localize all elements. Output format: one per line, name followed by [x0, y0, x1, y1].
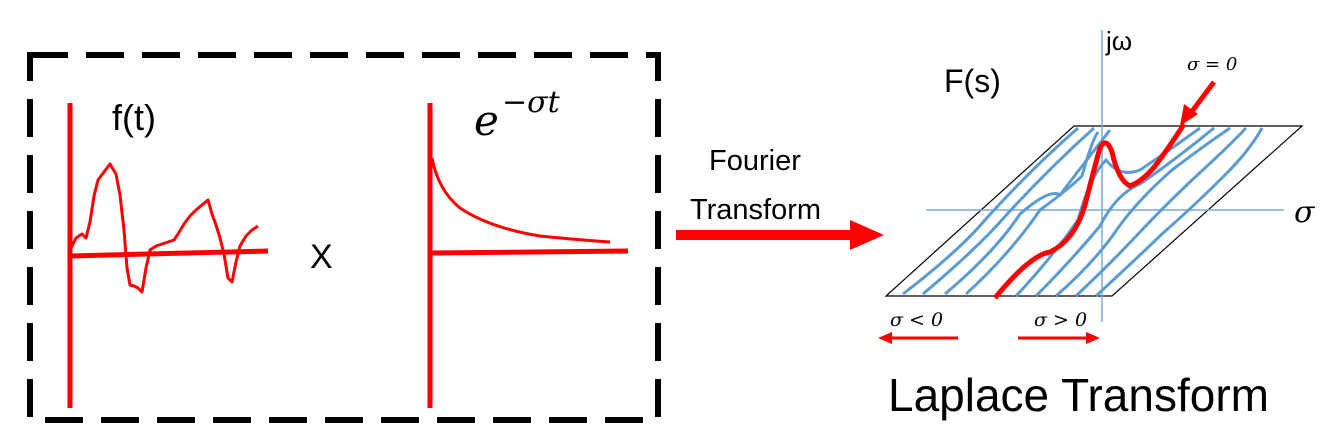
kernel-base: e — [474, 96, 499, 145]
surface-slice — [1074, 126, 1248, 298]
sigma-zero-curve — [993, 122, 1187, 300]
sigma-negative-label: σ < 0 — [890, 309, 943, 331]
signal-x-axis — [69, 248, 269, 259]
imag-axis-label: jω — [1105, 26, 1132, 56]
sigma-positive-label: σ > 0 — [1034, 309, 1087, 331]
sigma-positive-arrowhead — [1086, 332, 1100, 344]
kernel-plot: e −σt — [427, 85, 629, 408]
real-axis-label: σ — [1294, 195, 1316, 230]
laplace-surface: F(s) jω σ σ = 0 σ < 0 σ > 0 Laplace Tran… — [878, 26, 1316, 421]
dashed-frame — [27, 52, 661, 423]
function-label: F(s) — [944, 63, 1001, 99]
surface-slice — [1034, 126, 1215, 298]
multiply-sign: X — [310, 238, 333, 276]
signal-curve — [68, 162, 259, 294]
kernel-exponent: −σt — [502, 85, 561, 120]
surface-slice — [964, 131, 1100, 296]
sigma-negative-arrowhead — [878, 332, 892, 344]
sigma-zero-pointer-head — [1180, 104, 1198, 126]
kernel-curve — [430, 157, 611, 244]
fourier-transform-arrow: Fourier Transform — [676, 145, 884, 250]
surface-slice — [922, 126, 1096, 296]
signal-plot: f(t) — [67, 97, 269, 408]
surface-slice — [1094, 127, 1264, 298]
surface-slice — [944, 129, 1112, 296]
sigma-zero-label: σ = 0 — [1187, 54, 1237, 75]
arrow-label-line2: Transform — [690, 194, 821, 226]
kernel-x-axis — [429, 248, 629, 256]
arrow-head — [850, 220, 884, 250]
kernel-label: e −σt — [474, 85, 561, 145]
surface-slice — [1055, 126, 1231, 298]
signal-label: f(t) — [112, 97, 156, 138]
arrow-label-line1: Fourier — [709, 145, 801, 177]
laplace-title: Laplace Transform — [888, 369, 1269, 421]
surface-slice — [902, 126, 1079, 296]
sigma-zero-pointer — [1188, 80, 1216, 116]
